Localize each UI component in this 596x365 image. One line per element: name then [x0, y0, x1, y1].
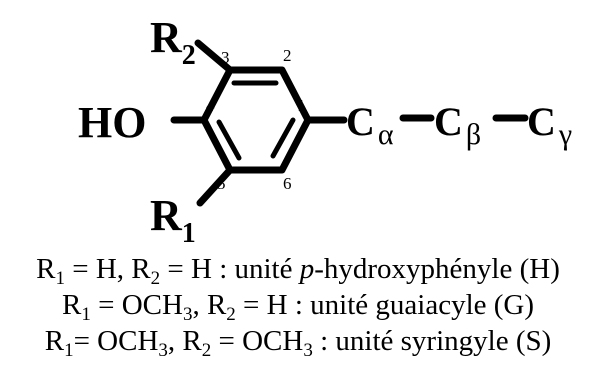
ring-position-3: 3 [221, 48, 230, 67]
bond-r1 [196, 166, 234, 207]
r2-label: R2 [150, 13, 196, 71]
benzene-ring [200, 66, 312, 174]
ring-position-6: 6 [283, 174, 292, 193]
hydroxyl-label: HO [78, 98, 146, 147]
ring-position-5: 5 [217, 174, 226, 193]
legend-line-s: R1= OCH3, R2 = OCH3 : unité syringyle (S… [45, 325, 552, 361]
bond-r2 [194, 39, 234, 74]
ring-position-1: 1 [297, 96, 306, 115]
ring-double-bond-lower-right [270, 117, 296, 159]
r1-label: R1 [150, 191, 196, 249]
ring-double-bond-lower-left [216, 119, 242, 161]
legend-line-g: R1 = OCH3, R2 = H : unité guaiacyle (G) [62, 289, 534, 325]
ring-position-4: 4 [206, 96, 215, 115]
ring-position-2: 2 [283, 46, 292, 65]
legend-line-h: R1 = H, R2 = H : unité p-hydroxyphényle … [36, 253, 560, 289]
